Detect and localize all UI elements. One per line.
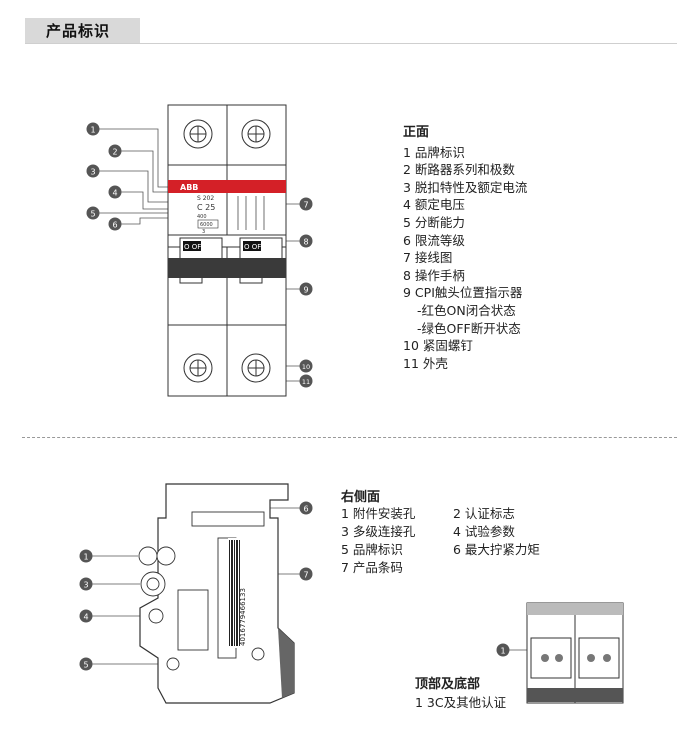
front-callout-3: 3	[90, 168, 95, 177]
side-item-5: 5 品牌标识	[341, 542, 403, 557]
front-callout-5: 5	[90, 210, 95, 219]
voltage-text: 400	[197, 214, 207, 220]
front-legend: 正面 1 品牌标识 2 断路器系列和极数 3 脱扣特性及额定电流 4 额定电压 …	[403, 124, 527, 372]
side-item-6: 6 最大拧紧力矩	[453, 542, 540, 557]
front-callout-6: 6	[112, 221, 117, 230]
side-item-2: 2 认证标志	[453, 506, 515, 521]
handle-left-text: O OFF	[184, 243, 205, 251]
front-item-7: 7 接线图	[403, 250, 453, 266]
breaking-text: 6000	[200, 222, 213, 228]
front-item-9b: -绿色OFF断开状态	[417, 320, 521, 336]
side-item-7: 7 产品条码	[341, 560, 403, 575]
side-callout-6: 6	[303, 505, 308, 514]
side-legend-title: 右侧面	[341, 490, 381, 505]
section-header-title: 产品标识	[46, 22, 111, 40]
side-callout-7: 7	[303, 571, 308, 580]
front-item-8: 8 操作手柄	[403, 267, 465, 283]
side-item-4: 4 试验参数	[453, 524, 515, 539]
rating-text: C 25	[197, 203, 215, 212]
side-callout-1: 1	[83, 553, 88, 562]
front-callout-9: 9	[303, 286, 308, 295]
front-item-6: 6 限流等级	[403, 232, 465, 248]
front-callout-4: 4	[112, 189, 117, 198]
side-item-3: 3 多级连接孔	[341, 524, 416, 539]
topbottom-legend-title: 顶部及底部	[415, 677, 481, 692]
side-callout-3: 3	[83, 581, 88, 590]
section-header-rule	[25, 43, 677, 44]
side-callout-5: 5	[83, 661, 88, 670]
front-callout-2: 2	[112, 148, 117, 157]
front-item-5: 5 分断能力	[403, 214, 465, 230]
front-item-9a: -红色ON闭合状态	[417, 302, 516, 318]
class-text: 3	[202, 229, 205, 235]
front-item-1: 1 品牌标识	[403, 144, 465, 160]
front-item-9: 9 CPI触头位置指示器	[403, 285, 523, 301]
front-callout-11: 11	[302, 378, 310, 386]
front-item-2: 2 断路器系列和极数	[403, 162, 515, 178]
front-callouts: 1 2 3 4 5 6 7 8 9 10 11	[86, 122, 313, 388]
front-view-drawing: ABB S 202 C 25 400 6000 3 O OFF O OFF 1 …	[86, 104, 313, 397]
front-callout-8: 8	[303, 238, 308, 247]
front-item-11: 11 外壳	[403, 355, 448, 371]
top-bottom-drawing: 1	[496, 602, 624, 704]
topbottom-item-1: 1 3C及其他认证	[415, 695, 507, 710]
wiring-diagram	[237, 196, 265, 230]
brand-band	[168, 180, 286, 193]
side-callouts: 1 3 4 5 6 7	[79, 501, 313, 671]
front-item-4: 4 额定电压	[403, 197, 465, 213]
barcode: 4016779466133	[228, 538, 247, 648]
operating-handle	[168, 258, 286, 278]
side-item-empty	[453, 559, 573, 577]
bottom-screws	[183, 353, 271, 383]
barcode-number: 4016779466133	[239, 588, 247, 646]
side-item-1: 1 附件安装孔	[341, 506, 416, 521]
front-legend-title: 正面	[403, 125, 430, 140]
section-header-tab	[25, 18, 140, 44]
front-item-3: 3 脱扣特性及额定电流	[403, 179, 528, 195]
top-screws	[183, 119, 271, 149]
topbottom-callout-1: 1	[500, 647, 505, 656]
side-view-drawing: 4016779466133 1 3 4 5 6 7	[79, 483, 313, 704]
front-callout-1: 1	[90, 126, 95, 135]
side-legend: 右侧面 1 附件安装孔 2 认证标志 3 多级连接孔 4 试验参数 5 品牌标识…	[341, 486, 573, 577]
section-divider	[22, 437, 677, 438]
handle-right-text: O OFF	[244, 243, 265, 251]
series-text: S 202	[197, 195, 214, 202]
topbottom-legend: 顶部及底部 1 3C及其他认证	[415, 676, 506, 712]
side-callout-4: 4	[83, 613, 88, 622]
front-callout-7: 7	[303, 201, 308, 210]
front-callout-10: 10	[302, 363, 310, 371]
brand-logo: ABB	[180, 183, 198, 192]
front-item-10: 10 紧固螺钉	[403, 338, 473, 354]
